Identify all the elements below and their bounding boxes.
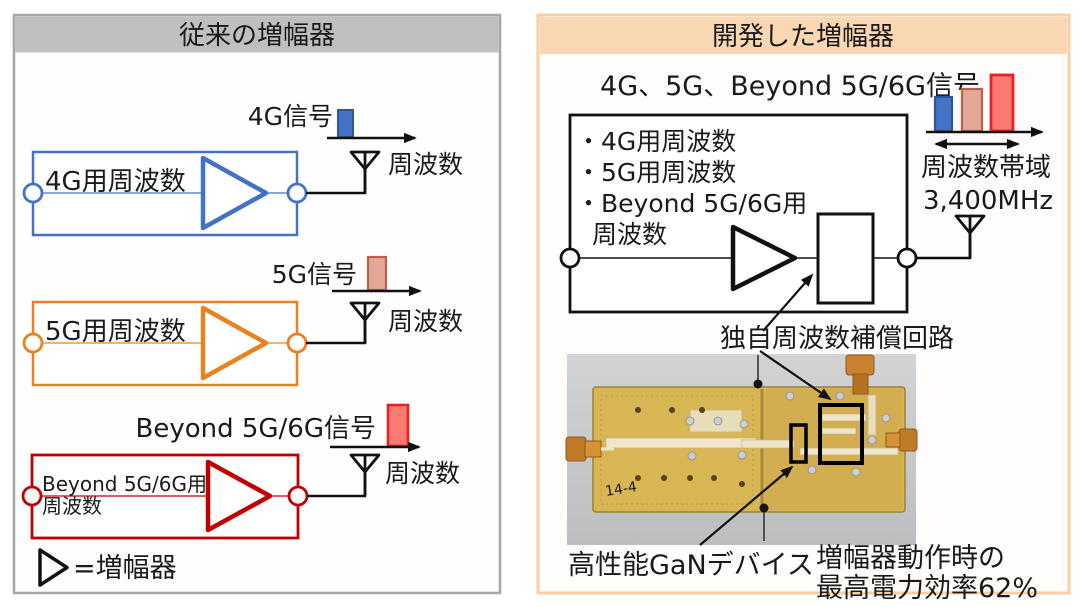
amplifier-icon xyxy=(200,305,269,381)
signal-bar-4g-icon xyxy=(933,95,954,133)
compensation-circuit-box xyxy=(816,212,875,305)
board-marking: 14-4 xyxy=(604,479,638,500)
amplifier-icon xyxy=(205,459,273,533)
input-port xyxy=(22,332,44,354)
antenna-icon xyxy=(349,453,381,496)
band-label-b5g6g-line2: 周波数 xyxy=(42,494,102,518)
pcb-solder-pads xyxy=(685,391,891,477)
antenna-icon xyxy=(349,150,381,193)
bandwidth-label-line1: 周波数帯域 xyxy=(921,153,1051,183)
pcb-photo: 14-4 xyxy=(565,354,918,545)
signal-bar-4g-icon xyxy=(337,109,354,138)
amp-input-5g: ・5G用周波数 xyxy=(576,158,736,187)
pcb-traces xyxy=(605,394,899,456)
gan-device-highlight xyxy=(789,423,808,464)
amplifier-icon xyxy=(730,224,798,292)
signal-label-4g: 4G信号 xyxy=(248,102,333,131)
input-port xyxy=(21,485,43,507)
output-port xyxy=(286,332,308,354)
antenna-icon xyxy=(954,214,986,258)
right-panel: 開発した増幅器 4G、5G、Beyond 5G/6G信号 周波数帯域 3,400… xyxy=(536,13,1071,604)
row-4g: 4G信号 4G用周波数 周波数 xyxy=(22,102,463,237)
band-label-5g: 5G用周波数 xyxy=(45,317,186,347)
signal-bar-5g-icon xyxy=(366,255,388,292)
pcb-vias xyxy=(635,407,745,487)
amp-input-b5g6g-line2: 周波数 xyxy=(592,220,667,249)
bandwidth-label-line2: 3,400MHz xyxy=(923,186,1053,216)
row-5g: 5G信号 5G用周波数 周波数 xyxy=(22,255,463,387)
sma-connector-right-icon xyxy=(885,428,918,452)
sma-connector-left-icon xyxy=(565,436,614,462)
input-port xyxy=(559,247,581,269)
legend-label: =増幅器 xyxy=(73,553,177,584)
gan-label: 高性能GaNデバイス xyxy=(568,550,814,581)
probe-post-top-icon xyxy=(753,355,763,389)
row-b5g6g: Beyond 5G/6G信号 Beyond 5G/6G用 周波数 周波数 xyxy=(21,403,460,540)
amp-block-multiband: ・4G用周波数 ・5G用周波数 ・Beyond 5G/6G用 周波数 xyxy=(559,113,986,314)
right-panel-title: 開発した増幅器 xyxy=(712,22,894,52)
left-panel: 従来の増幅器 4G信号 4G用周波数 周波数 5G信号 xyxy=(12,13,502,595)
signal-label-5g: 5G信号 xyxy=(272,260,357,289)
amplifier-icon xyxy=(200,155,269,231)
band-label-4g: 4G用周波数 xyxy=(45,167,186,197)
signal-bar-5g-icon xyxy=(960,87,984,133)
sma-connector-top-icon xyxy=(845,354,875,395)
left-panel-title: 従来の増幅器 xyxy=(179,21,335,51)
output-port xyxy=(287,485,309,507)
pointer-arrow-to-photo-circuit-icon xyxy=(759,350,832,401)
output-port xyxy=(286,182,308,204)
left-panel-header xyxy=(15,16,499,53)
right-panel-header xyxy=(540,17,1067,54)
probe-post-bottom-icon xyxy=(759,503,769,541)
pointer-arrow-to-circuit-icon xyxy=(762,273,814,332)
signal-bar-b5g6g-icon xyxy=(386,403,410,448)
amp-input-b5g6g: ・Beyond 5G/6G用 xyxy=(576,189,807,218)
amp-input-4g: ・4G用周波数 xyxy=(576,127,736,156)
axis-label-5g: 周波数 xyxy=(388,307,463,336)
compensation-circuit-highlight xyxy=(818,403,864,465)
efficiency-label-line1: 増幅器動作時の xyxy=(816,543,1005,574)
output-port xyxy=(896,247,918,269)
pointer-arrow-to-gan-icon xyxy=(699,465,794,546)
efficiency-label-line2: 最高電力効率62% xyxy=(816,573,1038,604)
compensation-label: 独自周波数補償回路 xyxy=(720,324,954,354)
band-label-b5g6g-line1: Beyond 5G/6G用 xyxy=(42,472,207,496)
axis-label-4g: 周波数 xyxy=(388,150,463,179)
input-port xyxy=(22,182,44,204)
signal-bar-b5g6g-icon xyxy=(989,73,1015,133)
axis-label-b5g6g: 周波数 xyxy=(385,459,460,488)
amplifier-legend-icon xyxy=(38,548,69,587)
antenna-icon xyxy=(349,301,381,343)
legend: =増幅器 xyxy=(38,548,177,587)
signal-label-b5g6g: Beyond 5G/6G信号 xyxy=(135,414,376,444)
signal-title: 4G、5G、Beyond 5G/6G信号 xyxy=(600,71,980,102)
spectrum-bars: 周波数帯域 3,400MHz xyxy=(921,73,1053,216)
